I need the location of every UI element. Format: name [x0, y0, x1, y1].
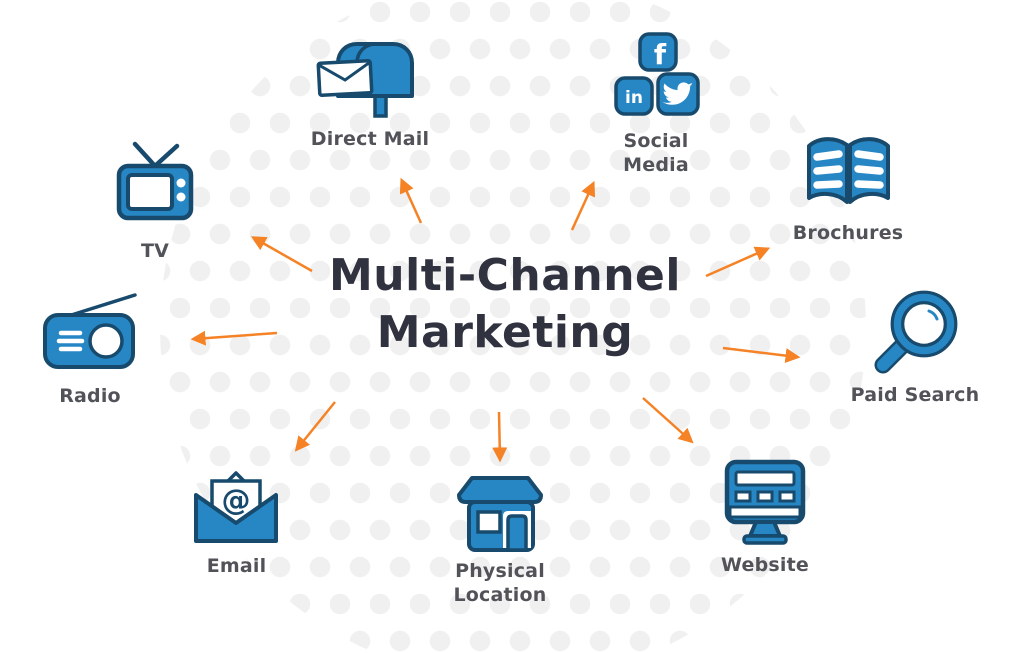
- channel-label: Paid Search: [850, 384, 980, 406]
- radio-icon: [43, 293, 137, 369]
- channel-label: Brochures: [792, 222, 904, 244]
- arrow-to-tv: [250, 236, 313, 273]
- arrow-to-direct-mail: [399, 177, 423, 224]
- arrow-to-website: [642, 397, 694, 444]
- channel-physical-location: Physical Location: [442, 462, 558, 607]
- channel-label: TV: [140, 240, 170, 262]
- facebook-icon: f: [638, 32, 678, 72]
- channel-direct-mail: Direct Mail: [295, 22, 445, 151]
- storefront-icon: [457, 476, 543, 552]
- social-media-icons: f in: [614, 32, 700, 116]
- channel-tv: TV: [85, 138, 225, 263]
- magnifying-glass-icon: [874, 290, 957, 374]
- channel-brochures: Brochures: [778, 124, 918, 245]
- open-envelope-icon: @: [194, 471, 278, 543]
- arrow-to-radio: [190, 330, 278, 346]
- svg-text:in: in: [625, 88, 643, 108]
- svg-text:@: @: [222, 483, 251, 517]
- channel-website: Website: [700, 452, 830, 577]
- arrow-to-paid-search: [722, 346, 801, 364]
- channel-label: Physical Location: [453, 560, 547, 606]
- channel-paid-search: Paid Search: [845, 286, 985, 407]
- twitter-icon: [656, 72, 700, 116]
- arrow-to-email: [294, 401, 336, 452]
- tv-icon: [116, 141, 194, 221]
- title-line-2: Marketing: [376, 307, 634, 358]
- channel-social-media: f in Social Media: [596, 32, 716, 177]
- title-line-1: Multi-Channel: [329, 250, 681, 301]
- linkedin-icon: in: [614, 76, 654, 116]
- open-brochure-icon: [806, 137, 890, 204]
- channel-label: Direct Mail: [310, 128, 430, 150]
- arrow-to-brochures: [705, 246, 771, 278]
- desktop-monitor-icon: [724, 459, 806, 545]
- diagram-title: Multi-Channel Marketing: [230, 247, 780, 361]
- channel-label: Radio: [59, 385, 121, 407]
- channel-radio: Radio: [25, 287, 155, 408]
- arrow-to-physical-location: [492, 411, 508, 463]
- mailbox-icon: [316, 42, 414, 118]
- channel-label: Website: [721, 554, 809, 576]
- arrow-to-social-media: [570, 180, 596, 231]
- channel-email: @ Email: [174, 457, 299, 578]
- svg-text:f: f: [654, 38, 667, 71]
- channel-label: Email: [206, 555, 267, 577]
- channel-label: Social Media: [623, 130, 689, 176]
